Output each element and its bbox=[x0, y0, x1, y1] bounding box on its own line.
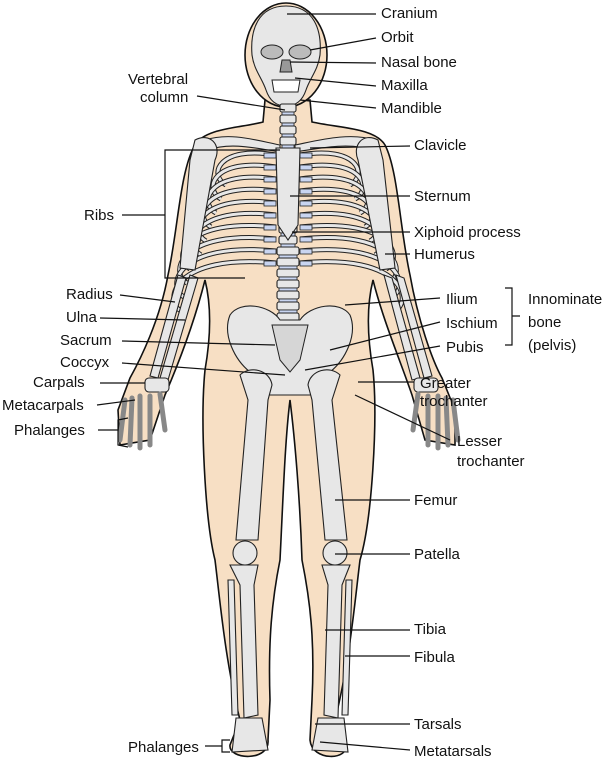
label-radius: Radius bbox=[66, 286, 113, 303]
vertebra bbox=[276, 290, 300, 300]
label-lesser-trochanter-2: trochanter bbox=[457, 453, 525, 470]
label-coccyx: Coccyx bbox=[60, 354, 110, 371]
label-carpals: Carpals bbox=[33, 374, 85, 391]
label-cranium: Cranium bbox=[381, 5, 438, 22]
humerus-right bbox=[355, 137, 396, 271]
costal-cartilage bbox=[263, 164, 277, 171]
label-greater-trochanter-1: Greater bbox=[420, 375, 471, 392]
costal-cartilage bbox=[263, 236, 277, 243]
label-fibula: Fibula bbox=[414, 649, 456, 666]
label-innominate-3: (pelvis) bbox=[528, 337, 576, 354]
hand-right bbox=[410, 377, 461, 451]
foot-right bbox=[311, 717, 349, 753]
hand-left bbox=[117, 377, 170, 451]
vertebra bbox=[276, 279, 300, 289]
foot-left bbox=[231, 717, 269, 753]
label-innominate-2: bone bbox=[528, 314, 561, 331]
costal-cartilage bbox=[263, 224, 277, 231]
costal-cartilage bbox=[263, 152, 277, 159]
label-ilium: Ilium bbox=[446, 291, 478, 308]
costal-cartilage bbox=[299, 176, 313, 183]
label-ribs: Ribs bbox=[84, 207, 114, 224]
vertebra bbox=[279, 125, 297, 135]
costal-cartilage bbox=[263, 248, 277, 255]
leader-lines bbox=[96, 13, 520, 753]
costal-cartilage bbox=[299, 152, 313, 159]
label-clavicle: Clavicle bbox=[414, 137, 467, 154]
sternum bbox=[275, 147, 301, 241]
sacrum bbox=[271, 324, 309, 373]
body-silhouette bbox=[117, 99, 456, 758]
costal-cartilage bbox=[299, 212, 313, 219]
vertebra bbox=[276, 268, 300, 278]
vertebra bbox=[279, 114, 297, 124]
costal-cartilage bbox=[263, 176, 277, 183]
label-sacrum: Sacrum bbox=[60, 332, 112, 349]
teeth bbox=[271, 79, 301, 93]
label-vertebral-1: Vertebral bbox=[128, 71, 188, 88]
label-vertebral-2: column bbox=[140, 89, 188, 106]
costal-cartilage bbox=[263, 188, 277, 195]
orbit-left bbox=[260, 44, 284, 60]
label-maxilla: Maxilla bbox=[381, 77, 428, 94]
fibula-right bbox=[341, 579, 353, 716]
patella-left bbox=[232, 540, 258, 566]
label-greater-trochanter-2: trochanter bbox=[420, 393, 488, 410]
femur-left bbox=[235, 369, 273, 541]
costal-cartilage bbox=[299, 248, 313, 255]
patella-right bbox=[322, 540, 348, 566]
costal-cartilage bbox=[299, 200, 313, 207]
label-metacarpals: Metacarpals bbox=[2, 397, 84, 414]
vertebra bbox=[279, 103, 297, 113]
label-innominate-1: Innominate bbox=[528, 291, 602, 308]
label-ischium: Ischium bbox=[446, 315, 498, 332]
costal-cartilage bbox=[299, 260, 313, 267]
label-sternum: Sternum bbox=[414, 188, 471, 205]
label-mandible: Mandible bbox=[381, 100, 442, 117]
label-humerus: Humerus bbox=[414, 246, 475, 263]
costal-cartilage bbox=[263, 200, 277, 207]
label-femur: Femur bbox=[414, 492, 457, 509]
label-metatarsals: Metatarsals bbox=[414, 743, 492, 760]
label-orbit: Orbit bbox=[381, 29, 414, 46]
costal-cartilage bbox=[263, 260, 277, 267]
label-pubis: Pubis bbox=[446, 339, 484, 356]
costal-cartilage bbox=[299, 164, 313, 171]
tibia-left bbox=[229, 564, 259, 719]
vertebra bbox=[276, 301, 300, 311]
costal-cartilage bbox=[299, 224, 313, 231]
label-lesser-trochanter-1: Lesser bbox=[457, 433, 502, 450]
label-nasal-bone: Nasal bone bbox=[381, 54, 457, 71]
label-tarsals: Tarsals bbox=[414, 716, 462, 733]
costal-cartilage bbox=[263, 212, 277, 219]
label-tibia: Tibia bbox=[414, 621, 447, 638]
vertebra bbox=[276, 246, 300, 256]
orbit-right bbox=[288, 44, 312, 60]
label-phalanges-foot: Phalanges bbox=[128, 739, 199, 756]
fibula-left bbox=[227, 579, 239, 716]
vertebra bbox=[279, 136, 297, 146]
label-xiphoid: Xiphoid process bbox=[414, 224, 521, 241]
costal-cartilage bbox=[299, 188, 313, 195]
label-phalanges-hand: Phalanges bbox=[14, 422, 85, 439]
label-ulna: Ulna bbox=[66, 309, 98, 326]
label-patella: Patella bbox=[414, 546, 461, 563]
costal-cartilage bbox=[299, 236, 313, 243]
nasal-cavity bbox=[279, 59, 293, 73]
femur-right bbox=[307, 369, 348, 541]
vertebra bbox=[276, 257, 300, 267]
